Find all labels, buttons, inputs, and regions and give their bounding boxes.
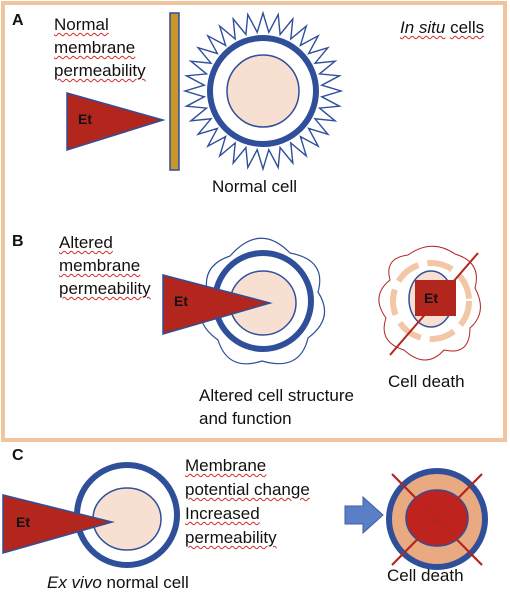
panel-c-label-line-2: potential change xyxy=(185,480,310,499)
panel-b-caption-line-1: Altered cell structure xyxy=(199,386,354,405)
panel-a-cell-caption: Normal cell xyxy=(212,177,298,196)
panel-b-agent-label: Et xyxy=(174,293,188,309)
panel-a-label-line-3: permeability xyxy=(54,61,146,80)
panel-b-death-agent-label: Et xyxy=(424,290,438,306)
panel-b-label-line-2: membrane xyxy=(59,256,141,275)
agent-wedge-c xyxy=(2,494,115,554)
panel-c-letter: C xyxy=(12,447,24,464)
panel-b-death-caption: Cell death xyxy=(388,372,465,391)
panel-a-context: In situ cells xyxy=(400,17,484,38)
panel-b-caption-line-2: and function xyxy=(199,409,292,428)
agent-wedge-b xyxy=(162,274,273,335)
membrane-barrier xyxy=(169,12,180,171)
panel-a-letter: A xyxy=(12,12,24,29)
dying-cell-fragmented-membrane xyxy=(390,260,472,342)
panels-ab-frame xyxy=(1,1,507,442)
panel-a-context-italic: In situ xyxy=(400,18,446,37)
cross-line-b xyxy=(389,252,479,356)
exvivo-cell-nucleus xyxy=(92,487,162,551)
panel-c-agent-label: Et xyxy=(16,514,30,530)
panel-c-death-caption: Cell death xyxy=(387,566,464,585)
normal-cell-nucleus xyxy=(226,54,300,128)
panel-a-agent-label: Et xyxy=(78,111,92,127)
panel-b-letter: B xyxy=(12,233,24,250)
panel-b-label-line-3: permeability xyxy=(59,279,151,298)
panel-c-label-line-1: Membrane xyxy=(185,456,267,475)
panel-c-label-line-4: permeability xyxy=(185,528,277,547)
right-arrow xyxy=(344,495,384,535)
agent-wedge-a xyxy=(66,92,166,152)
panel-b-label-line-1: Altered xyxy=(59,233,113,252)
panel-c-caption-italic: Ex vivo xyxy=(47,573,102,592)
panel-c-caption: Ex vivo normal cell xyxy=(47,572,189,593)
cross-line-c2 xyxy=(391,473,483,566)
panel-a-label-line-1: Normal xyxy=(54,15,109,34)
panel-c-label-line-3: Increased xyxy=(185,504,260,523)
panel-c-caption-rest: normal cell xyxy=(106,573,189,592)
panel-a-label-line-2: membrane xyxy=(54,38,136,57)
panel-a-context-rest: cells xyxy=(450,18,485,37)
